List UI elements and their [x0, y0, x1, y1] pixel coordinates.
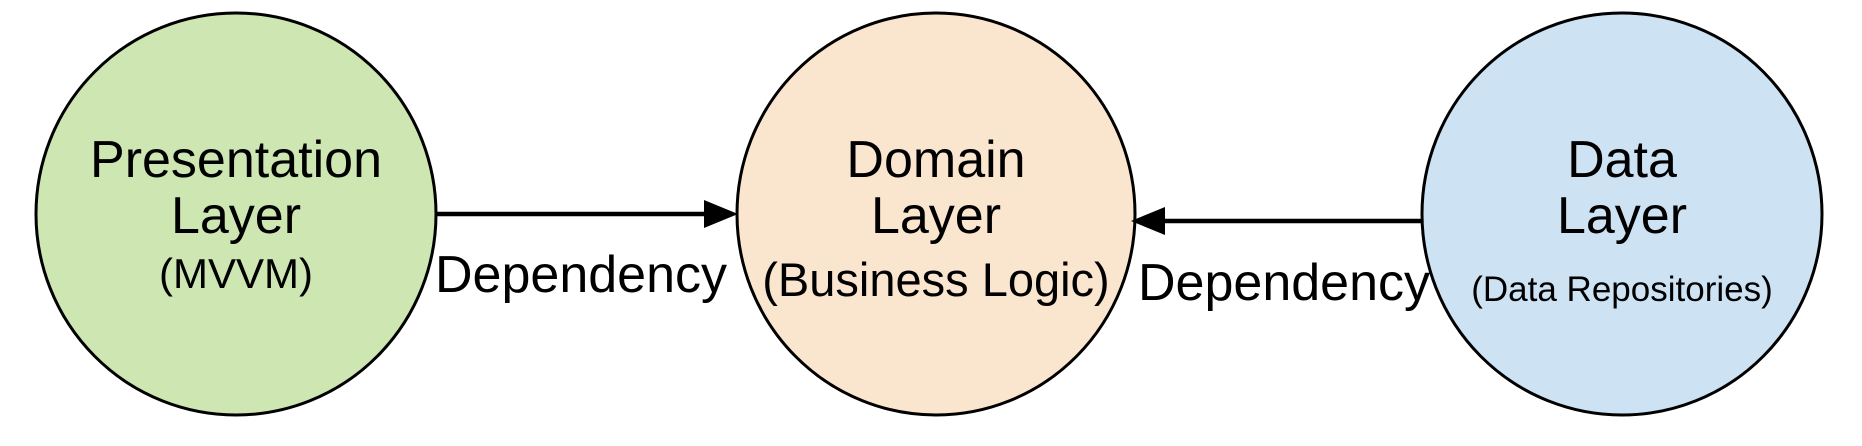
data-layer-title-line2: Layer	[1557, 187, 1687, 245]
arrowhead-left-icon	[1131, 207, 1165, 235]
edge-presentation-to-domain: Dependency	[435, 200, 738, 304]
node-data-layer: Data Layer (Data Repositories)	[1420, 11, 1824, 417]
node-domain-layer: Domain Layer (Business Logic)	[735, 11, 1137, 417]
data-layer-subtitle: (Data Repositories)	[1471, 270, 1773, 309]
domain-layer-subtitle: (Business Logic)	[762, 253, 1109, 306]
data-layer-title-line1: Data	[1567, 131, 1677, 189]
presentation-layer-subtitle: (MVVM)	[159, 250, 313, 297]
data-layer-circle	[1420, 11, 1824, 417]
arrowhead-right-icon	[704, 200, 738, 228]
presentation-layer-title-line2: Layer	[171, 187, 301, 245]
presentation-layer-title-line1: Presentation	[90, 131, 382, 189]
dependency-label-right: Dependency	[1138, 254, 1430, 312]
domain-layer-title-line1: Domain	[846, 131, 1025, 189]
edge-data-to-domain: Dependency	[1131, 207, 1430, 312]
domain-layer-title-line2: Layer	[871, 187, 1001, 245]
dependency-label-left: Dependency	[435, 246, 727, 304]
node-presentation-layer: Presentation Layer (MVVM)	[34, 11, 438, 417]
